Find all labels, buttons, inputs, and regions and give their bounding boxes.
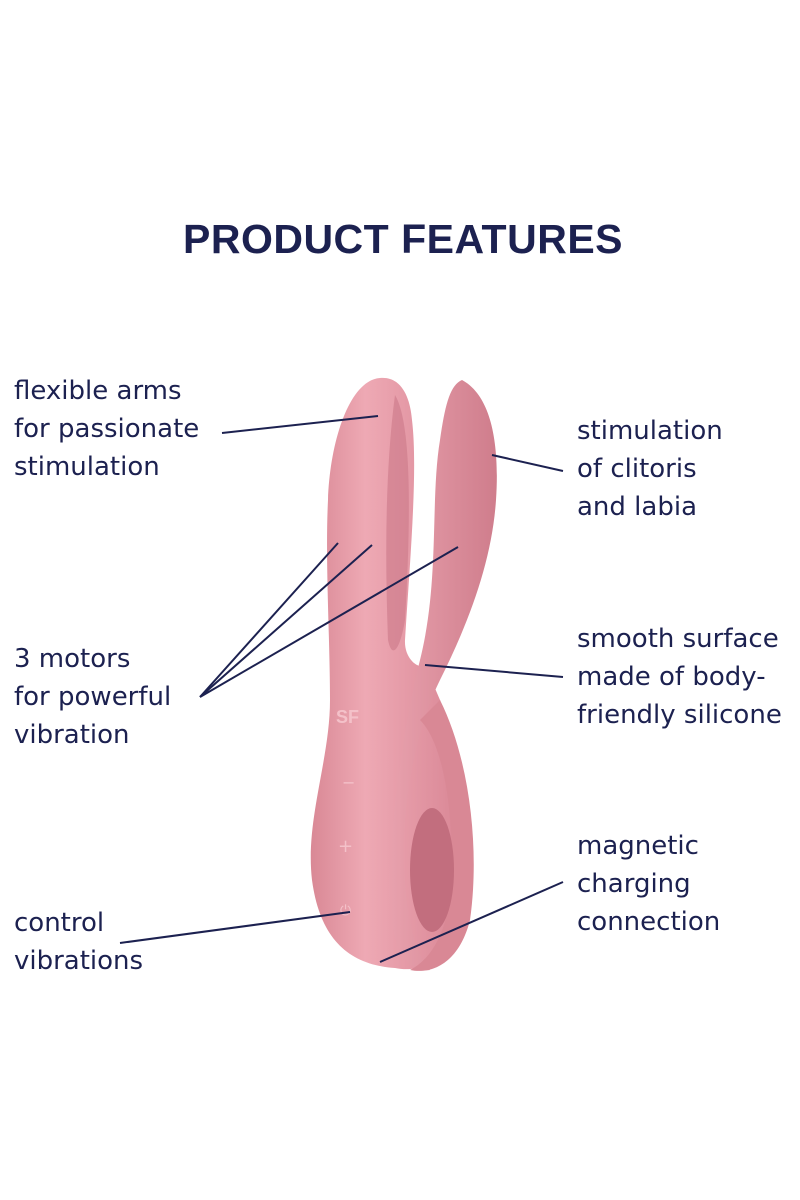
feature-stimulation: stimulation of clitoris and labia: [577, 416, 723, 522]
leader-line-surface: [424, 664, 564, 678]
brand-logo: SF: [336, 707, 359, 727]
leader-line-flexible-arms: [221, 415, 379, 434]
product-base-loop: [410, 700, 474, 971]
power-button-icon[interactable]: ⏻: [340, 903, 351, 919]
product-right-arm: [389, 380, 497, 971]
leader-line-control: [119, 911, 351, 944]
feature-flexible-arms: flexible arms for passionate stimulation: [14, 376, 200, 482]
feature-surface: smooth surface made of body- friendly si…: [577, 624, 782, 730]
plus-button-icon[interactable]: +: [338, 836, 353, 857]
charging-contact-area: [410, 808, 454, 932]
leader-line-stimulation: [491, 454, 564, 472]
leader-line-motor-2: [199, 544, 373, 698]
feature-motors: 3 motors for powerful vibration: [14, 644, 172, 750]
leader-line-motor-1: [199, 542, 339, 698]
page-title: PRODUCT FEATURES: [182, 216, 624, 262]
leader-line-motor-3: [199, 546, 459, 698]
feature-control: control vibrations: [14, 908, 144, 976]
minus-button-icon[interactable]: −: [342, 773, 355, 792]
leader-lines: [119, 415, 564, 963]
feature-charging: magnetic charging connection: [577, 831, 721, 937]
leader-line-charging: [379, 881, 564, 963]
